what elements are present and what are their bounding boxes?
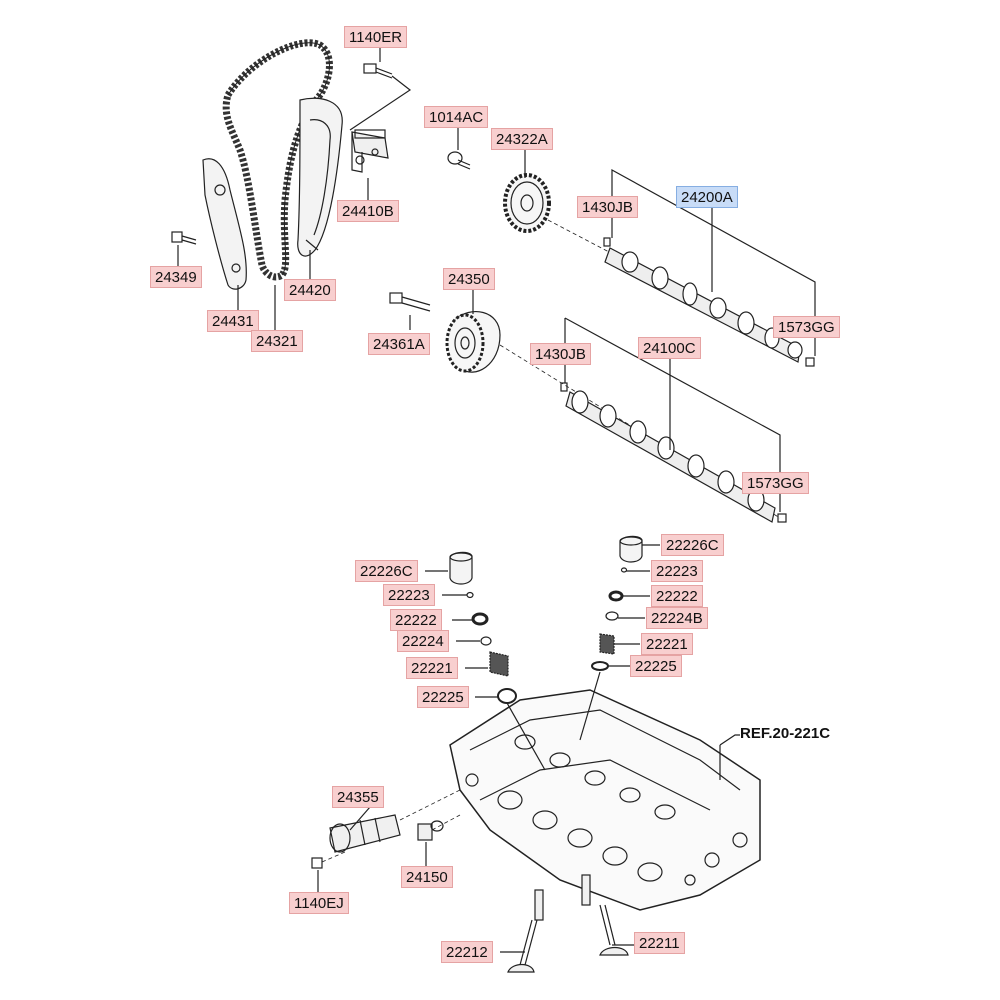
label-24410B[interactable]: 24410B xyxy=(337,200,399,222)
label-22224[interactable]: 22224 xyxy=(397,630,449,652)
label-22212[interactable]: 22212 xyxy=(441,941,493,963)
chain-tensioner-arm-24431 xyxy=(202,158,247,290)
leader-lines xyxy=(177,48,816,953)
label-1140EJ[interactable]: 1140EJ xyxy=(289,892,349,914)
label-24350[interactable]: 24350 xyxy=(443,268,495,290)
label-1573GG-bottom[interactable]: 1573GG xyxy=(742,472,809,494)
label-24200A[interactable]: 24200A xyxy=(676,186,738,208)
label-22221-right[interactable]: 22221 xyxy=(641,633,693,655)
valve-train-right xyxy=(591,535,643,671)
label-22226C-left[interactable]: 22226C xyxy=(355,560,418,582)
intake-valve-22212 xyxy=(507,919,538,973)
label-22222-right[interactable]: 22222 xyxy=(651,585,703,607)
cylinder-head xyxy=(449,689,761,911)
label-24322A[interactable]: 24322A xyxy=(491,128,553,150)
label-24100C[interactable]: 24100C xyxy=(638,337,701,359)
label-22211[interactable]: 22211 xyxy=(634,932,685,954)
label-22225-left[interactable]: 22225 xyxy=(417,686,469,708)
label-24361A[interactable]: 24361A xyxy=(368,333,430,355)
reference-label[interactable]: REF.20-221C xyxy=(740,725,831,742)
oil-control-valve-24355 xyxy=(329,789,461,853)
label-22224B[interactable]: 22224B xyxy=(646,607,708,629)
label-22221-left[interactable]: 22221 xyxy=(406,657,458,679)
label-22222-left[interactable]: 22222 xyxy=(390,609,442,631)
bolt-1140ER xyxy=(363,63,393,79)
intake-cvvt-sprocket-24350 xyxy=(445,311,501,373)
label-24420[interactable]: 24420 xyxy=(284,279,336,301)
label-24355[interactable]: 24355 xyxy=(332,786,384,808)
label-1573GG-top[interactable]: 1573GG xyxy=(773,316,840,338)
label-24321[interactable]: 24321 xyxy=(251,330,303,352)
exhaust-valve-22211 xyxy=(599,904,629,956)
intake-camshaft-24100C xyxy=(499,344,787,523)
bolt-1140EJ xyxy=(311,851,346,869)
label-1430JB-bottom[interactable]: 1430JB xyxy=(530,343,591,365)
bolt-24361A xyxy=(389,292,431,312)
label-22223-left[interactable]: 22223 xyxy=(383,584,435,606)
label-24349[interactable]: 24349 xyxy=(150,266,202,288)
label-22226C-right[interactable]: 22226C xyxy=(661,534,724,556)
label-24431[interactable]: 24431 xyxy=(207,310,259,332)
valve-guide-pair xyxy=(534,874,591,921)
cap-24150 xyxy=(417,814,461,841)
chain-guide-24420 xyxy=(297,97,343,257)
label-1014AC[interactable]: 1014AC xyxy=(424,106,489,128)
bolt-1014AC xyxy=(447,151,471,170)
bolt-24349 xyxy=(171,231,197,245)
valve-train-left xyxy=(449,551,517,704)
exhaust-cam-sprocket-24322A xyxy=(503,173,551,233)
timing-chain xyxy=(222,39,333,281)
chain-tensioner-24410B xyxy=(351,129,389,173)
label-22223-right[interactable]: 22223 xyxy=(651,560,703,582)
label-24150[interactable]: 24150 xyxy=(401,866,453,888)
exhaust-camshaft-24200A xyxy=(547,219,815,367)
label-1140ER[interactable]: 1140ER xyxy=(344,26,408,48)
label-22225-right[interactable]: 22225 xyxy=(630,655,682,677)
label-1430JB-top[interactable]: 1430JB xyxy=(577,196,638,218)
